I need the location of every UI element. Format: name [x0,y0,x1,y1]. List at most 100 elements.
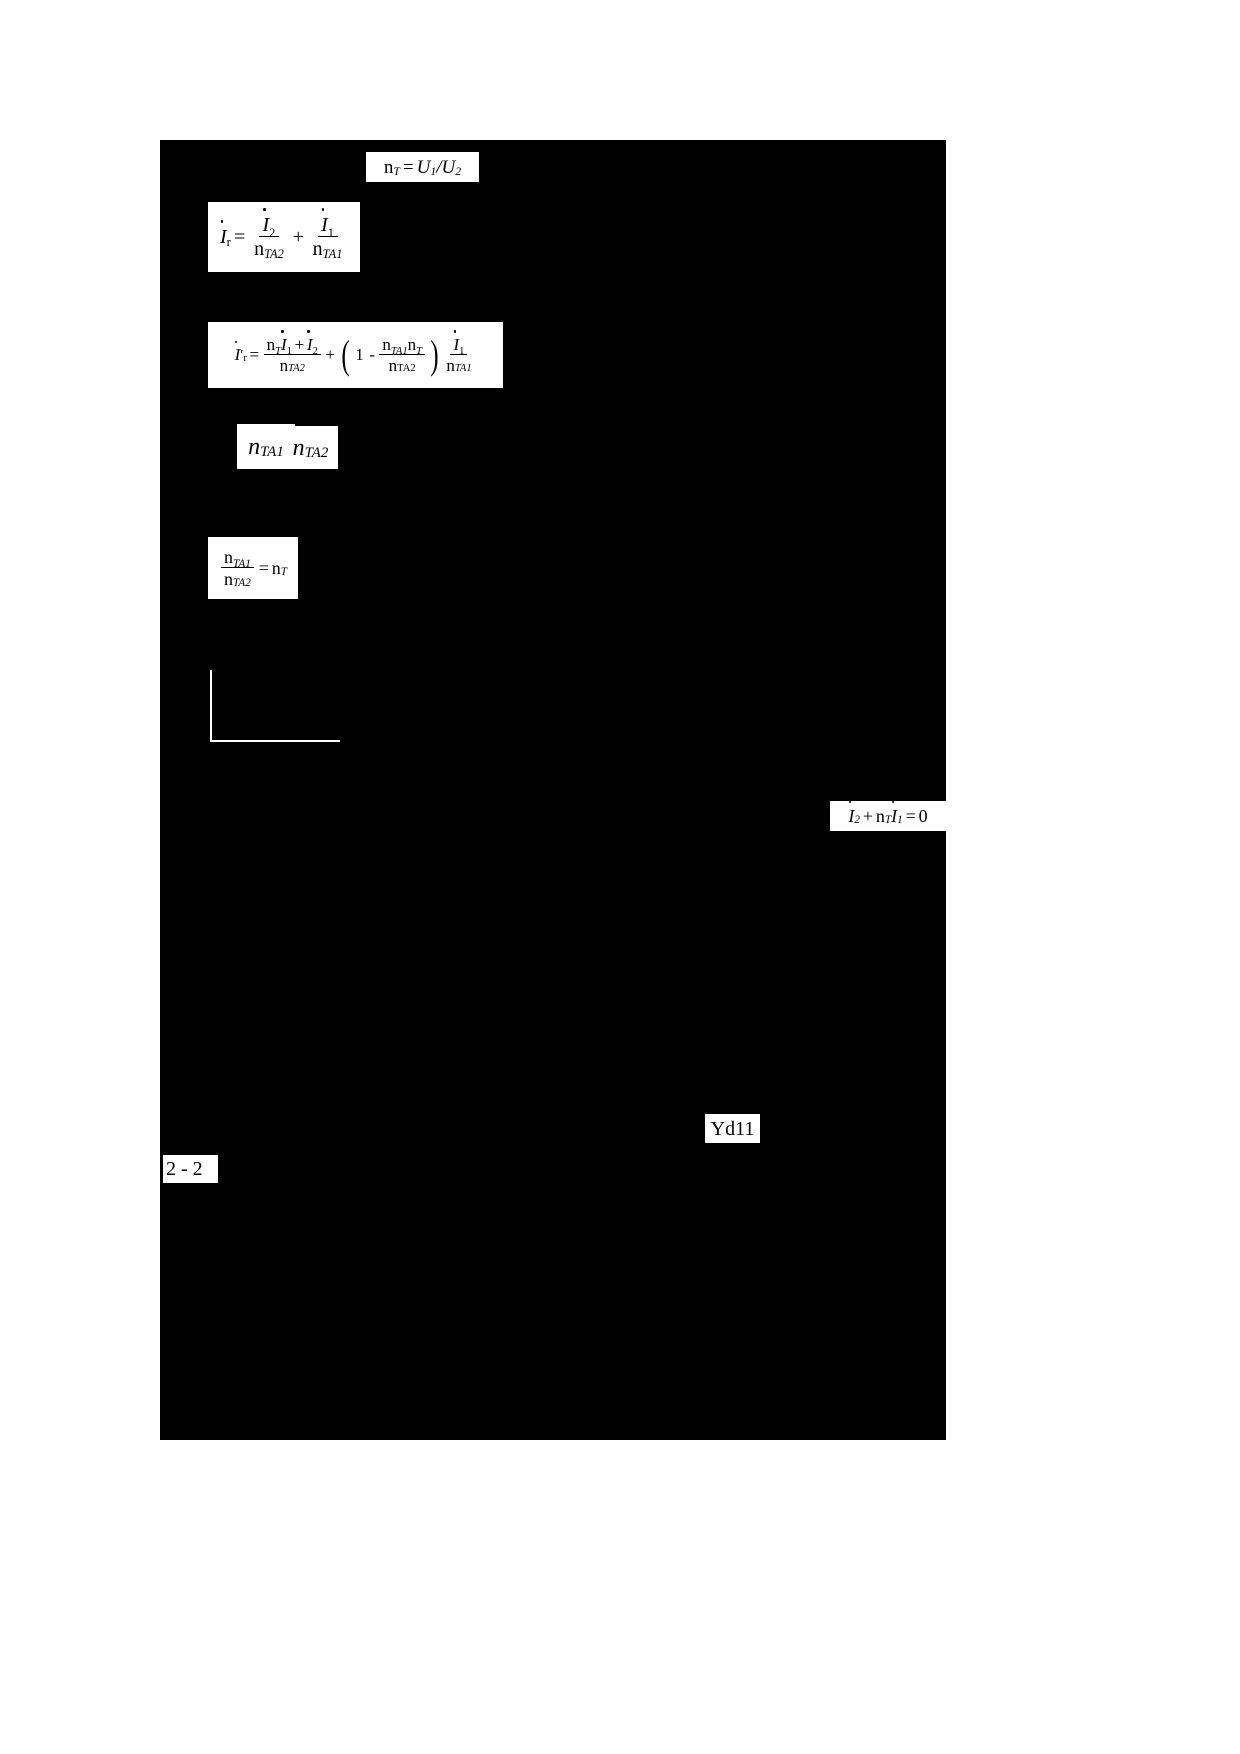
u2-symbol: U [441,156,456,178]
axis-horizontal-line [210,740,340,742]
n-symbol: n [446,355,455,375]
n-symbol: n [224,568,234,589]
equals-sign: = [402,156,414,178]
i1-symbol: I [321,208,328,236]
i-r-prime-symbol: I [234,340,241,365]
n-t-symbol: n [271,558,281,578]
i-r-symbol: I [220,220,227,248]
u1-subscript: 1 [430,164,437,178]
n-symbol: n [383,156,394,178]
equals-sign: = [258,558,269,578]
n-symbol: n [382,335,391,355]
i1-subscript: 1 [897,813,903,826]
plus-sign: + [294,335,305,355]
one-literal: 1 [355,345,364,365]
i2-symbol: I [262,208,270,236]
prime-mark: ′ [240,347,244,363]
i-r-prime-subscript: r [243,352,247,364]
n-subscript: T [393,164,400,178]
n-subscript: TA1 [260,443,284,460]
page-marker-text: 2 - 2 [166,1158,203,1180]
n-symbol: n [312,238,323,261]
plus-sign: + [292,226,304,248]
u2-subscript: 2 [455,164,462,178]
n-symbol: n [279,355,289,375]
n-subscript: TA2 [397,363,416,375]
n-subscript: TA1 [390,345,408,357]
n-symbol: n [224,547,234,568]
axis-vertical-line [210,670,212,742]
n-subscript: TA2 [233,576,251,589]
n-subscript: T [884,813,892,826]
n-symbol: n [875,806,885,826]
paren-open: ( [340,332,350,377]
minus-sign: - [369,345,375,365]
equals-sign: = [905,806,916,826]
paren-close: ) [430,332,439,377]
i2-subscript: 2 [312,345,318,357]
n-subscript: TA1 [233,558,251,571]
n-symbol: n [292,434,305,461]
i2-subscript: 2 [269,226,276,241]
n-symbol: n [266,335,276,355]
equals-sign: = [234,226,246,248]
n-subscript: TA2 [288,363,305,375]
i1-symbol: I [280,330,287,355]
i1-symbol: I [453,330,460,355]
n-symbol: n [388,355,398,375]
n-subscript: TA2 [264,246,284,261]
n-subscript: TA1 [322,246,343,261]
plus-sign: + [325,345,335,365]
plus-sign: + [862,806,874,826]
n-symbol-2: n [407,335,417,355]
label-vector-group: Yd11 [705,1114,760,1143]
n-t-subscript: T [280,565,287,578]
i1-subscript: 1 [459,345,465,357]
i1-subscript: 1 [286,345,292,357]
n-subscript: T [275,345,281,357]
zero-literal: 0 [918,806,928,826]
n-subscript: TA1 [454,363,472,375]
n-subscript-2: T [416,345,422,357]
page-marker: 2 - 2 [163,1155,218,1183]
i2-symbol: I [848,800,855,826]
axis-corner-lines [210,670,340,742]
n-symbol: n [248,433,261,460]
slash-symbol: / [436,156,442,178]
i2-symbol: I [306,330,313,355]
equals-sign: = [249,345,260,365]
n-symbol: n [254,238,265,261]
vector-group-text: Yd11 [710,1117,755,1140]
i-r-subscript: r [226,234,231,249]
i2-subscript: 2 [854,813,860,826]
